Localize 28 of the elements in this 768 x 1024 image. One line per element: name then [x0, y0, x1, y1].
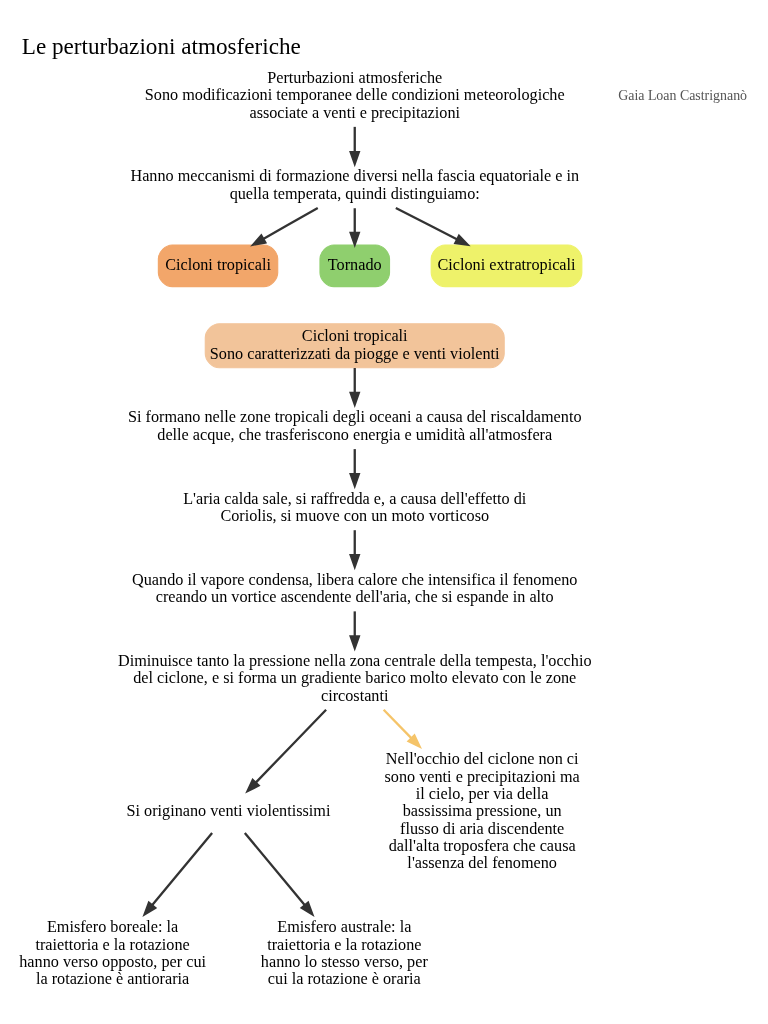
node-text: Si formano nelle zone tropicali degli oceani a causa del riscaldamento delle acque, che trasferiscono energia e umidità all'atmosfera	[127, 408, 582, 444]
arrow	[250, 207, 319, 247]
label: Gaia Loan Castrignanò	[618, 87, 748, 103]
diagram-title: Le perturbazioni atmosferiche	[21, 32, 301, 59]
arrow	[349, 126, 361, 168]
node-text: Diminuisce tanto la pressione nella zona centrale della tempesta, l'occhio del ciclone, e si forma un gradiente barico molto elevato con le zone circostanti	[117, 651, 592, 705]
node-box: Tornado	[319, 244, 391, 288]
arrow	[142, 832, 213, 917]
node-text: Emisfero australe: la traiettoria e la rotazione hanno lo stesso verso, per cui la rotazione è oraria	[260, 918, 428, 989]
node-text: Nell'occhio del ciclone non ci sono venti e precipitazioni ma il cielo, per via della bassissima pressione, un flusso di aria discendente dall'alta troposfera che causa l'assenza del fenomeno	[384, 750, 580, 873]
node-text: Perturbazioni atmosferiche Sono modificazioni temporanee delle condizioni meteorologiche associate a venti e precipitazioni	[144, 69, 565, 122]
node-box: Cicloni tropicali	[157, 244, 279, 288]
arrow	[243, 832, 315, 917]
arrow	[245, 708, 327, 794]
node-text: Quando il vapore condensa, libera calore che intensifica il fenomeno creando un vortice ascendente dell'aria, che si espande in alto	[132, 570, 578, 607]
node-text: Emisfero boreale: la traiettoria e la rotazione hanno verso opposto, per cui la rotazione è antioraria	[19, 918, 206, 989]
node-box: Cicloni extratropicali	[430, 244, 583, 288]
arrow	[349, 208, 361, 249]
arrow	[382, 708, 423, 750]
node-text: Hanno meccanismi di formazione diversi nella fascia equatoriale e in quella temperata, quindi distinguiamo:	[130, 167, 580, 203]
node-text: L'aria calda sale, si raffredda e, a causa dell'effetto di Coriolis, si muove con un moto vorticoso	[183, 489, 527, 525]
arrow	[349, 368, 361, 409]
arrow	[349, 611, 361, 652]
arrow	[395, 207, 471, 247]
node-text: Si originano venti violentissimi	[126, 802, 331, 821]
node-box: Cicloni tropicali Sono caratterizzati da piogge e venti violenti	[204, 323, 505, 369]
arrow	[349, 530, 361, 571]
arrow	[349, 449, 361, 490]
